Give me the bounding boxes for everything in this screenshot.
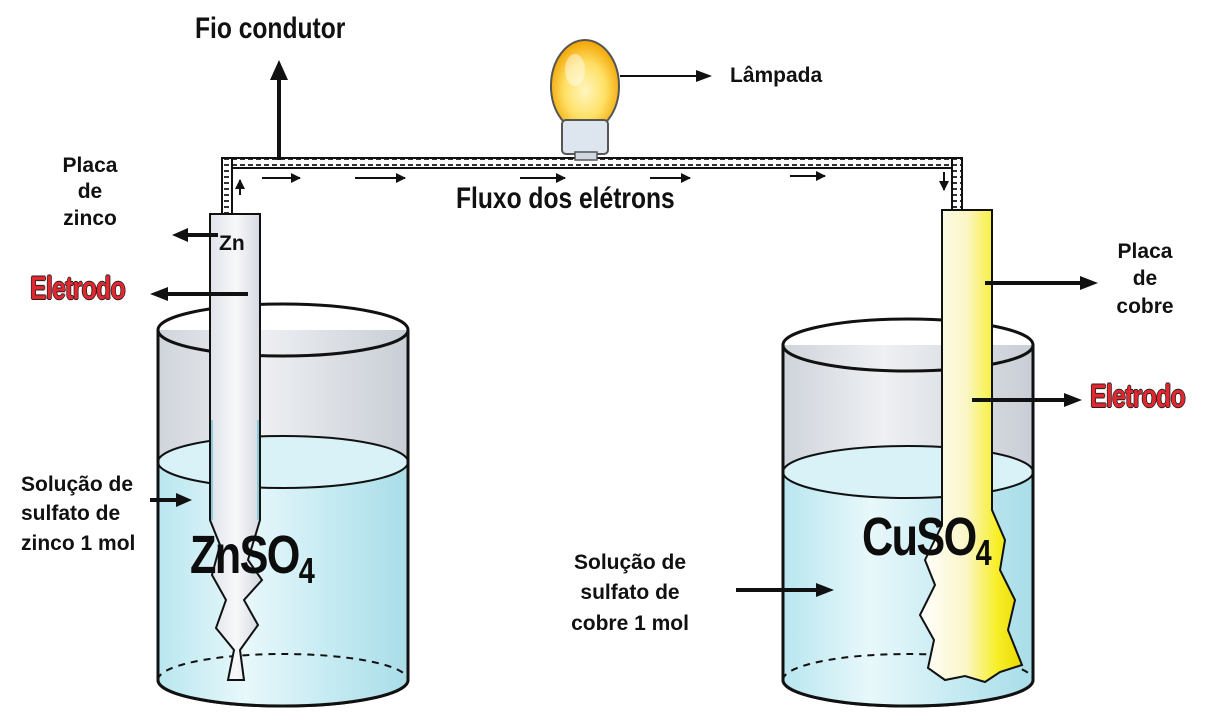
left-solution-label: Solução de sulfato de zinco 1 mol <box>21 473 136 555</box>
left-electrode-label: Eletrodo <box>30 270 126 306</box>
wire-label: Fio condutor <box>195 12 346 45</box>
label-arrows <box>150 60 1098 597</box>
copper-plate <box>918 209 1024 684</box>
lamp-label: Lâmpada <box>730 64 823 87</box>
right-formula: CuSO4 <box>862 507 992 573</box>
left-formula: ZnSO4 <box>190 525 315 591</box>
right-electrode-label: Eletrodo <box>1090 378 1186 414</box>
left-beaker <box>156 302 410 708</box>
lamp <box>550 39 620 161</box>
copper-plate-label: Placa de cobre <box>1116 240 1174 318</box>
zinc-symbol: Zn <box>219 232 245 255</box>
zinc-plate-label: Placa de zinco <box>62 154 118 230</box>
zinc-plate <box>209 213 264 681</box>
electron-flow-label: Fluxo dos elétrons <box>456 182 675 215</box>
right-solution-label: Solução de sulfato de cobre 1 mol <box>571 551 689 635</box>
